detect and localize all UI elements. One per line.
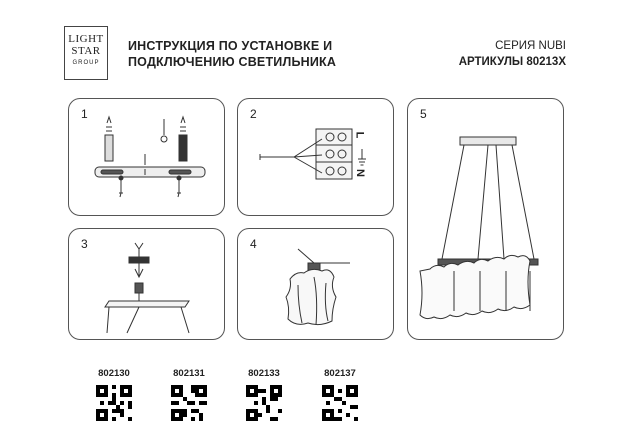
article-code-802133: 802133 (248, 368, 280, 379)
step-number-5: 5 (420, 107, 427, 121)
qr-code-802130[interactable] (96, 385, 132, 421)
assembled-pendant-illustration (419, 136, 539, 320)
step-panel-3: 3 (68, 228, 225, 340)
article-code-802131: 802131 (173, 368, 205, 379)
step-panel-1: 1 (68, 98, 225, 216)
step-panel-4: 4 (237, 228, 394, 340)
lightstar-logo: LIGHT STAR GROUP (64, 26, 108, 80)
series-name: СЕРИЯ NUBI (495, 40, 566, 52)
step-number-2: 2 (250, 107, 257, 121)
logo-line-1: LIGHT (68, 33, 104, 45)
mount-plate-illustration (94, 115, 206, 198)
logo-line-2: STAR (71, 45, 101, 57)
qr-code-802131[interactable] (171, 385, 207, 421)
neutral-label: N (353, 169, 366, 177)
step-panel-5: 5 (407, 98, 564, 340)
qr-code-802133[interactable] (246, 385, 282, 421)
step-panel-2: 2 L N (237, 98, 394, 216)
title-line-2: ПОДКЛЮЧЕНИЮ СВЕТИЛЬНИКА (128, 55, 337, 69)
title-line-1: ИНСТРУКЦИЯ ПО УСТАНОВКЕ И (128, 39, 333, 53)
article-code-802137: 802137 (324, 368, 356, 379)
logo-line-3: GROUP (72, 60, 100, 66)
article-code-802130: 802130 (98, 368, 130, 379)
instruction-title: ИНСТРУКЦИЯ ПО УСТАНОВКЕ И ПОДКЛЮЧЕНИЮ СВ… (128, 38, 336, 70)
shade-assembly-illustration (285, 248, 350, 326)
qr-code-802137[interactable] (322, 385, 358, 421)
step-number-1: 1 (81, 107, 88, 121)
terminal-block-illustration (259, 128, 366, 180)
phase-label: L (353, 131, 366, 139)
step-number-3: 3 (81, 237, 88, 251)
article-numbers: АРТИКУЛЫ 80213X (458, 56, 566, 68)
step-number-4: 4 (250, 237, 257, 251)
series-info: СЕРИЯ NUBI АРТИКУЛЫ 80213X (459, 38, 566, 70)
wire-connection-illustration (104, 242, 190, 334)
